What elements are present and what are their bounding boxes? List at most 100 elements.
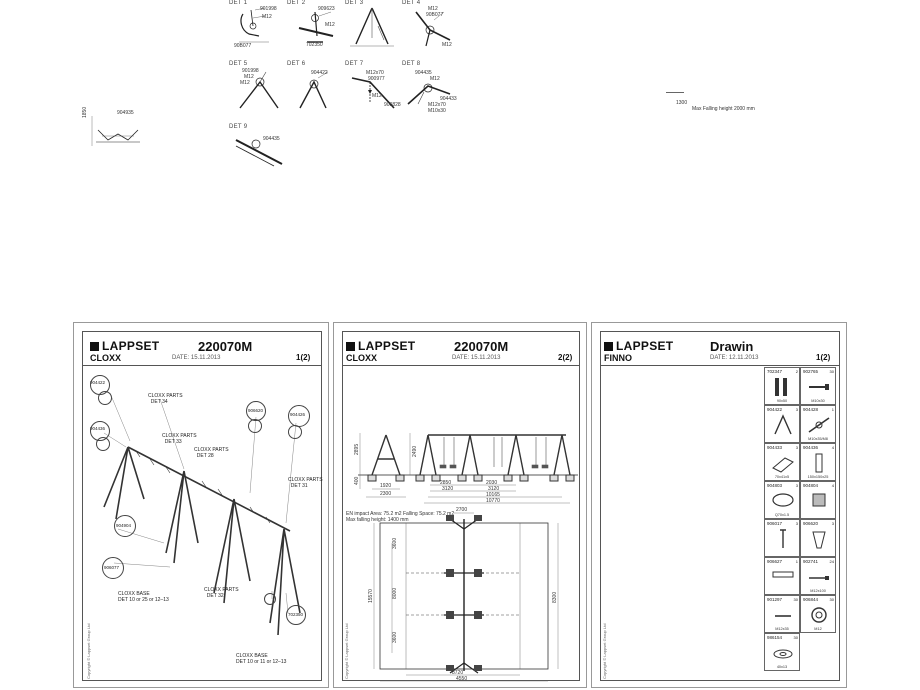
det-7-drawing — [351, 77, 395, 109]
dim-label: 8720 — [452, 670, 464, 676]
det-tag: 90B077 — [234, 43, 252, 49]
det-label: DET 6 — [287, 61, 306, 67]
dim-label: 15570 — [368, 589, 374, 603]
callout: CLOXX PARTS DET 33 — [162, 433, 197, 445]
dim-label: 3600 — [392, 537, 398, 549]
part-qty: 3 — [795, 407, 798, 412]
det-tag: M12x70 — [366, 70, 384, 76]
dim-label: 10770 — [486, 498, 500, 504]
callout: CLOXX PARTS DET 31 — [288, 477, 323, 489]
part-illustration — [812, 531, 826, 549]
part-qty: 3 — [795, 521, 798, 526]
drawing-date: DATE: 15.11.2013 — [452, 355, 501, 361]
sheet-frame — [82, 331, 322, 681]
det-label: DET 5 — [229, 61, 248, 67]
det-label: DET 8 — [402, 61, 421, 67]
callout: CLOXX PARTS DET 34 — [148, 393, 183, 405]
det-tag: 900828 — [384, 102, 401, 108]
part-code: 904428 — [803, 407, 819, 412]
det-tag: M12 — [430, 76, 440, 82]
det-tag: M12 — [442, 42, 452, 48]
part-circle — [264, 593, 276, 605]
part-code: 904422 — [767, 407, 783, 412]
det-8-drawing — [407, 83, 451, 105]
plan-view — [373, 512, 559, 682]
part-illustration — [775, 378, 787, 396]
drawing-date: DATE: 15.11.2013 — [172, 355, 221, 361]
dim-label: 1920 — [380, 483, 392, 489]
part-code: 902741 — [803, 559, 819, 564]
part-illustration — [774, 414, 792, 435]
drawing-code: 220070M — [198, 339, 253, 354]
part-qty: 24 — [829, 559, 834, 564]
sheet-frame — [600, 331, 840, 681]
part-circle — [98, 391, 112, 405]
dim-label: 3120 — [442, 486, 454, 492]
part-illustration — [808, 417, 830, 433]
brand-logo: LAPPSET — [604, 339, 673, 353]
part-number: 906077 — [104, 565, 120, 570]
title-divider — [342, 365, 580, 366]
part-number: 904426 — [290, 412, 306, 417]
part-qty: 1 — [795, 559, 798, 564]
sheet-3: LAPPSET Drawin FINNO DATE: 12.11.2013 1(… — [591, 322, 847, 688]
part-code: 906844 — [803, 597, 819, 602]
part-illustration — [772, 571, 794, 578]
det-tag: 904433 — [440, 96, 457, 102]
det-tag: M12 — [262, 14, 272, 20]
sheet-frame — [342, 331, 580, 681]
dim-label: 8000 — [392, 587, 398, 599]
fall-tick: 1300 — [676, 100, 688, 106]
left-fragment-drawing — [91, 116, 140, 146]
part-caption: M10x30 — [811, 399, 825, 403]
page-number: 1(2) — [296, 353, 311, 362]
part-qty: 3 — [795, 483, 798, 488]
dim-label: 3120 — [488, 486, 500, 492]
det-tag: 901998 — [260, 6, 277, 12]
part-circle — [288, 425, 302, 439]
part-number: 904422 — [90, 380, 106, 385]
part-code: 904804 — [803, 483, 819, 488]
part-caption: 150x150x25 — [807, 475, 829, 479]
sheet-1: LAPPSET 220070M CLOXX DATE: 15.11.2013 1… — [73, 322, 329, 688]
elevation-view — [358, 433, 578, 504]
det-4-drawing — [415, 11, 451, 47]
drawing-code: 220070M — [454, 339, 509, 354]
part-code: 702347 — [767, 369, 783, 374]
part-code: 906017 — [767, 521, 783, 526]
part-qty: 3 — [795, 445, 798, 450]
part-illustration — [811, 607, 827, 623]
part-qty: 2 — [795, 369, 798, 374]
det-label: DET 9 — [229, 124, 248, 130]
part-illustration — [815, 453, 823, 473]
fragment-tag: 904935 — [117, 110, 134, 116]
part-circle — [96, 437, 110, 451]
fall-text: Max Falling height 2000 mm — [692, 106, 755, 112]
part-code: 902765 — [803, 369, 819, 374]
det-1-drawing — [239, 7, 269, 43]
det-label: DET 1 — [229, 0, 248, 6]
part-qty: 30 — [829, 369, 834, 374]
det-label: DET 4 — [402, 0, 421, 6]
part-qty: 30 — [829, 597, 834, 602]
det-tag: M12 — [240, 80, 250, 86]
det-3-drawing — [350, 7, 394, 47]
brand-logo: LAPPSET — [346, 339, 415, 353]
part-illustration — [780, 529, 786, 548]
part-circle — [248, 419, 262, 433]
title-divider — [82, 365, 322, 366]
dim-label: 2300 — [380, 491, 392, 497]
part-illustration — [772, 457, 794, 473]
part-qty: 1 — [831, 407, 834, 412]
det-tag: M10x30 — [428, 108, 446, 114]
part-qty: 30 — [793, 597, 798, 602]
